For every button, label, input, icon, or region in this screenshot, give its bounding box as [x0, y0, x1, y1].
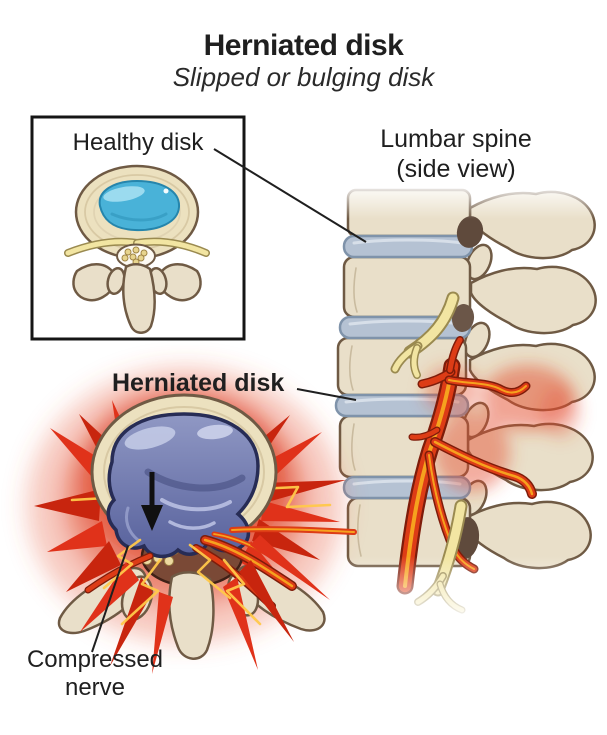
compressed-nerve-fibers — [84, 526, 357, 610]
page-subtitle: Slipped or bulging disk — [172, 62, 435, 92]
spinal-nerve-top — [390, 291, 460, 379]
lumbar-spine-label-line1: Lumbar spine — [380, 125, 532, 153]
compressed-nerve-label: Compressed nerve — [26, 646, 164, 702]
lumbar-spine-label: Lumbar spine (side view) — [353, 125, 559, 184]
leader-line-herniated-disk — [296, 388, 357, 401]
page-title: Herniated disk — [203, 29, 404, 62]
spine-bottom-fade — [330, 556, 607, 636]
nucleus-pulposus — [98, 179, 181, 232]
vertebra-bone — [72, 263, 202, 334]
leader-line-compressed-nerve — [91, 545, 129, 653]
leader-line-healthy-disk — [213, 148, 367, 243]
nerve-roots — [64, 237, 210, 257]
healthy-disk-illustration — [64, 164, 210, 334]
herniation-direction-arrow-icon — [141, 472, 163, 531]
herniated-nucleus — [106, 412, 260, 559]
herniated-disk-label: Herniated disk — [112, 369, 285, 397]
lumbar-spine-illustration — [330, 183, 607, 636]
herniated-disk-illustration — [27, 367, 357, 674]
healthy-disk-label: Healthy disk — [72, 129, 204, 156]
healthy-disk-inset-box — [30, 115, 246, 341]
inflammation-spikes-front — [80, 535, 330, 674]
leader-lines — [91, 148, 367, 653]
spine-top-fade — [330, 183, 607, 219]
lumbar-spine-label-line2: (side view) — [396, 154, 516, 183]
